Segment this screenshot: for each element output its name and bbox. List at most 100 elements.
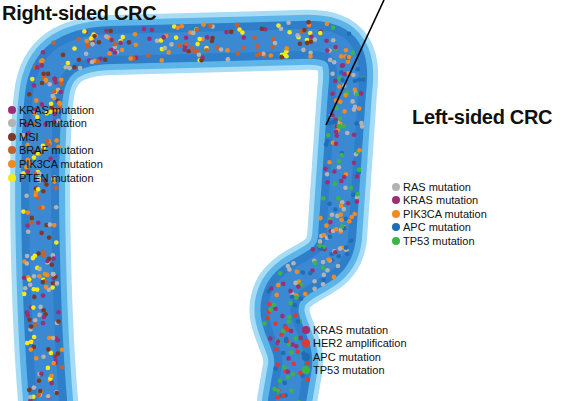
- mutation-dot: [159, 58, 164, 63]
- mutation-dot: [155, 38, 160, 43]
- mutation-dot: [346, 201, 351, 206]
- mutation-dot: [77, 58, 82, 63]
- mutation-dot: [161, 35, 166, 40]
- mutation-dot: [325, 268, 330, 273]
- mutation-dot: [289, 329, 294, 334]
- mutation-dot: [357, 148, 362, 153]
- mutation-dot: [51, 361, 56, 366]
- mutation-dot: [293, 303, 298, 308]
- mutation-dot: [31, 305, 36, 310]
- mutation-dot: [321, 260, 326, 265]
- mutation-dot: [327, 160, 332, 165]
- mutation-dot: [339, 54, 344, 59]
- mutation-dot: [38, 305, 43, 310]
- mutation-dot: [333, 120, 338, 125]
- mutation-dot: [271, 37, 276, 42]
- mutation-dot: [260, 27, 265, 32]
- mutation-dot: [355, 192, 360, 197]
- mutation-dot: [284, 46, 289, 51]
- legend-text: PTEN mutation: [19, 172, 94, 184]
- mutation-dot: [281, 329, 286, 334]
- mutation-dot: [337, 124, 342, 129]
- legend-text: HER2 amplification: [313, 337, 407, 349]
- mutation-dot: [26, 230, 31, 235]
- mutation-dot: [40, 63, 45, 68]
- mutation-dot: [287, 315, 292, 320]
- mutation-dot: [289, 350, 294, 355]
- mutation-dot: [21, 209, 26, 214]
- mutation-dot: [127, 40, 132, 45]
- mutation-dot: [32, 385, 37, 390]
- legend-swatch: [8, 119, 16, 127]
- mutation-dot: [351, 73, 356, 78]
- mutation-dot: [354, 121, 359, 126]
- mutation-dot: [25, 254, 30, 259]
- mutation-dot: [351, 193, 356, 198]
- mutation-dot: [294, 295, 299, 300]
- mutation-dot: [280, 314, 285, 319]
- legend-swatch: [8, 160, 16, 168]
- mutation-dot: [194, 27, 199, 32]
- mutation-dot: [191, 31, 196, 36]
- mutation-dot: [84, 39, 89, 44]
- mutation-dot: [337, 165, 342, 170]
- mutation-dot: [349, 186, 354, 191]
- colon-inner-lumen: [40, 40, 348, 401]
- mutation-dot: [30, 77, 35, 82]
- mutation-dot: [275, 338, 280, 343]
- mutation-dot: [104, 28, 109, 33]
- mutation-dot: [41, 189, 46, 194]
- mutation-dot: [53, 90, 58, 95]
- mutation-dot: [56, 310, 61, 315]
- mutation-dot: [302, 28, 307, 33]
- legend-entry: HER2 amplification: [302, 337, 407, 350]
- mutation-dot: [226, 57, 231, 62]
- mutation-dot: [296, 319, 301, 324]
- mutation-dot: [45, 139, 50, 144]
- colon-outer: [40, 40, 348, 401]
- mutation-dot: [290, 295, 295, 300]
- legend-swatch: [302, 339, 310, 347]
- mutation-dot: [235, 23, 240, 28]
- mutation-dot: [78, 66, 83, 71]
- mutation-dot: [29, 340, 34, 345]
- mutation-dot: [142, 27, 147, 32]
- legend-swatch: [392, 223, 400, 231]
- mutation-dot: [286, 264, 291, 269]
- mutation-dot: [322, 278, 327, 283]
- mutation-dot: [269, 53, 274, 58]
- mutation-dot: [313, 37, 318, 42]
- legend-entry: PIK3CA mutation: [392, 207, 487, 220]
- mutation-dot: [146, 53, 151, 58]
- mutation-dot: [163, 46, 168, 51]
- legend-text: RAS mutation: [403, 181, 471, 193]
- legend-entry: KRAS mutation: [392, 194, 478, 207]
- mutation-dot: [279, 27, 284, 32]
- legend-swatch: [392, 237, 400, 245]
- mutation-dot: [312, 287, 317, 292]
- mutation-dot: [82, 29, 87, 34]
- mutation-dot: [46, 395, 51, 400]
- mutation-dot: [284, 54, 289, 59]
- mutation-dot: [289, 388, 294, 393]
- mutation-dot: [36, 220, 41, 225]
- mutation-dot: [46, 366, 51, 371]
- mutation-dot: [357, 106, 362, 111]
- mutation-dot: [287, 30, 292, 35]
- mutation-dot: [242, 35, 247, 40]
- mutation-dot: [25, 261, 30, 266]
- mutation-dot: [25, 310, 30, 315]
- mutation-dot: [327, 202, 332, 207]
- mutation-dot: [59, 90, 64, 95]
- mutation-dot: [133, 32, 138, 37]
- mutation-dot: [22, 275, 27, 280]
- mutation-dot: [294, 344, 299, 349]
- legend-swatch: [392, 210, 400, 218]
- mutation-dot: [278, 271, 283, 276]
- mutation-dot: [333, 207, 338, 212]
- mutation-dot: [281, 282, 286, 287]
- mutation-dot: [330, 212, 335, 217]
- mutation-dot: [295, 350, 300, 355]
- legend-swatch: [8, 106, 16, 114]
- legend-text: KRAS mutation: [313, 324, 388, 336]
